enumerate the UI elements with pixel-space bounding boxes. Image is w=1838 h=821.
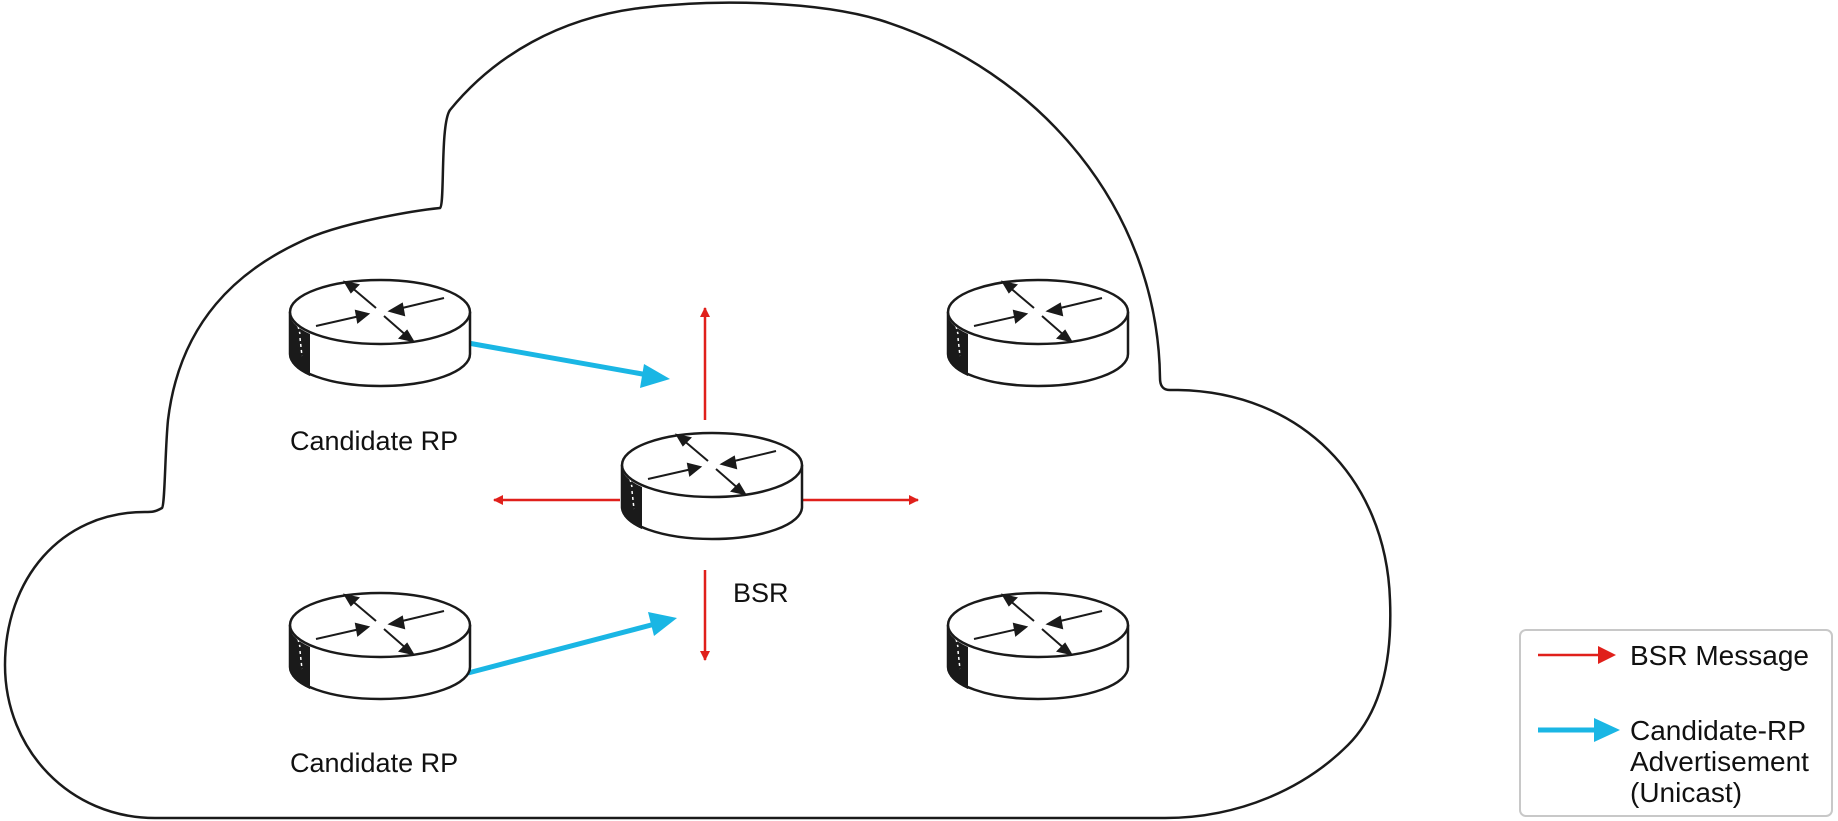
bsr-message-arrows xyxy=(493,307,919,661)
legend-box xyxy=(1519,629,1833,817)
legend-bsr-message: BSR Message xyxy=(1630,640,1809,671)
candidate-rp-bottom-label: Candidate RP xyxy=(290,748,458,778)
router-icon-candidate-rp-top xyxy=(288,278,472,388)
candidate-rp-arrows xyxy=(467,340,677,676)
router-icon-bsr xyxy=(620,431,804,541)
network-cloud xyxy=(3,1,1392,820)
legend-candidate-rp-line3: (Unicast) xyxy=(1630,777,1742,808)
candidate-rp-arrowhead-bottom xyxy=(648,612,677,636)
legend-candidate-rp-arrowhead xyxy=(1594,718,1620,742)
legend-candidate-rp-line1: Candidate-RP xyxy=(1630,715,1806,746)
router-icon-candidate-rp-bottom xyxy=(288,591,472,701)
candidate-rp-top-label: Candidate RP xyxy=(290,426,458,456)
bsr-label: BSR xyxy=(733,578,789,608)
router-icon-top-right xyxy=(946,278,1130,388)
legend: BSR Message Candidate-RP Advertisement (… xyxy=(1519,629,1833,817)
candidate-rp-arrowhead-top xyxy=(640,364,670,388)
legend-bsr-arrowhead xyxy=(1598,646,1616,664)
legend-candidate-rp-line2: Advertisement xyxy=(1630,746,1809,777)
router-icon-bottom-right xyxy=(946,591,1130,701)
